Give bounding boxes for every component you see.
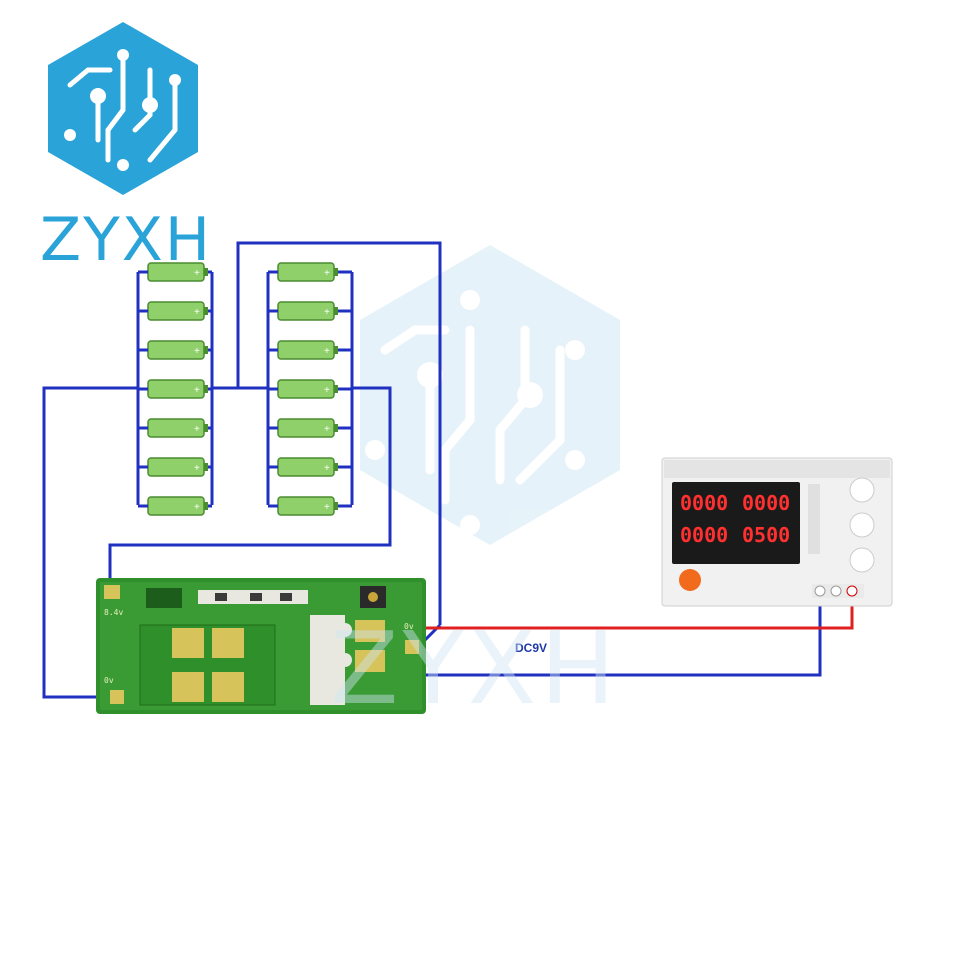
battery-plus-sign: + bbox=[324, 268, 330, 279]
dc-voltage-label: DC9V bbox=[515, 641, 548, 655]
bms-label-0v: 0v bbox=[104, 676, 114, 685]
psu-readout: 0000 bbox=[742, 491, 790, 515]
power-supply: 0000 0000 0000 0500 bbox=[661, 457, 893, 607]
bms-label-8v4: 8.4v bbox=[104, 608, 124, 617]
battery-plus-sign: + bbox=[194, 502, 200, 513]
negative-terminal bbox=[814, 585, 826, 597]
voltage-knob[interactable] bbox=[849, 477, 875, 503]
watermark-text: ZYXH bbox=[330, 610, 620, 727]
psu-readout: 0000 bbox=[680, 523, 728, 547]
battery-plus-sign: + bbox=[194, 346, 200, 357]
positive-terminal bbox=[846, 585, 858, 597]
battery-plus-sign: + bbox=[324, 502, 330, 513]
watermark-logo bbox=[360, 245, 620, 545]
power-button[interactable] bbox=[679, 569, 701, 591]
battery-plus-sign: + bbox=[324, 463, 330, 474]
battery-plus-sign: + bbox=[194, 268, 200, 279]
battery-plus-sign: + bbox=[324, 346, 330, 357]
battery-plus-sign: + bbox=[194, 463, 200, 474]
psu-readout: 0500 bbox=[742, 523, 790, 547]
current-knob[interactable] bbox=[849, 512, 875, 538]
battery-plus-sign: + bbox=[194, 424, 200, 435]
battery-plus-sign: + bbox=[194, 307, 200, 318]
brand-name: ZYXH bbox=[40, 205, 212, 275]
battery-plus-sign: + bbox=[324, 424, 330, 435]
psu-digits: 0000 0000 0000 0500 bbox=[680, 491, 790, 547]
battery-plus-sign: + bbox=[194, 385, 200, 396]
bms-label-mid: 0v bbox=[404, 622, 414, 631]
psu-display bbox=[672, 482, 800, 564]
battery-pack: + + + + + + + + + + + + + + bbox=[138, 262, 352, 516]
fine-knob[interactable] bbox=[849, 547, 875, 573]
blue-wires bbox=[42, 241, 822, 699]
bms-board bbox=[96, 578, 426, 714]
battery-plus-sign: + bbox=[324, 385, 330, 396]
battery-plus-sign: + bbox=[324, 307, 330, 318]
psu-readout: 0000 bbox=[680, 491, 728, 515]
brand-logo bbox=[48, 22, 198, 195]
